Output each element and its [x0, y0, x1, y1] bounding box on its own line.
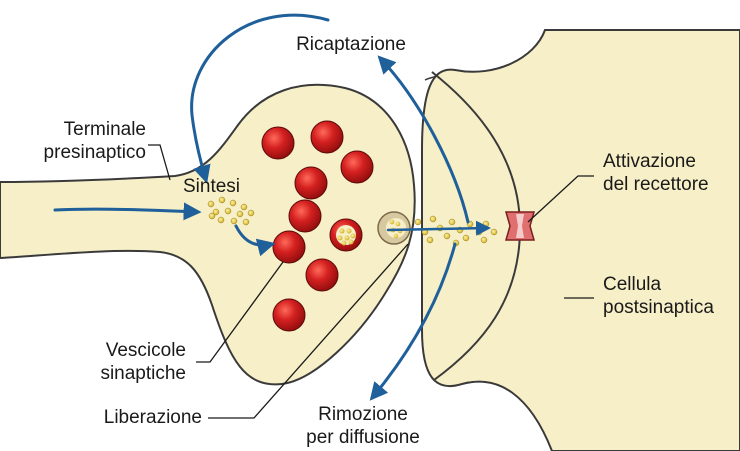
- label-sintesi: Sintesi: [183, 176, 263, 198]
- vesicle: [295, 167, 327, 199]
- label-terminale-line2: presinaptico: [10, 142, 146, 164]
- label-attivazione-line2: del recettore: [603, 174, 733, 196]
- leader-terminale: [148, 145, 170, 180]
- label-vescicole-line1: Vescicole: [30, 340, 186, 362]
- vesicle: [262, 127, 294, 159]
- label-ricaptazione: Ricaptazione: [286, 34, 416, 56]
- label-rimozione-line1: Rimozione: [288, 404, 438, 426]
- label-cellula-line1: Cellula: [603, 274, 733, 296]
- label-cellula-line2: postsinaptica: [603, 297, 737, 319]
- label-rimozione-line2: per diffusione: [288, 427, 438, 449]
- vesicle: [306, 259, 338, 291]
- label-terminale-line1: Terminale: [10, 119, 146, 141]
- vesicle: [273, 299, 305, 331]
- label-attivazione-line1: Attivazione: [603, 151, 733, 173]
- label-vescicole-line2: sinaptiche: [30, 363, 186, 385]
- receptor: [506, 212, 534, 240]
- vesicle: [273, 231, 305, 263]
- vesicle: [341, 151, 373, 183]
- postsynaptic-cell: [422, 30, 740, 451]
- label-liberazione: Liberazione: [50, 407, 202, 429]
- vesicle: [311, 121, 343, 153]
- filled-vesicle: [330, 219, 362, 251]
- fusing-vesicle: [378, 212, 410, 244]
- vesicle: [289, 200, 321, 232]
